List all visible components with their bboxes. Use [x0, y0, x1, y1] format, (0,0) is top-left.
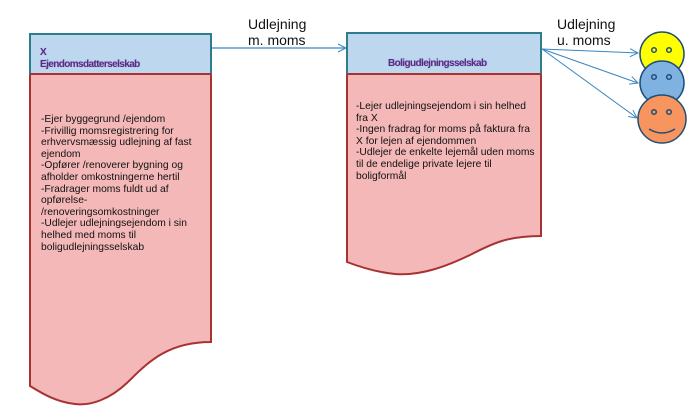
right-box-description: -Lejer udlejningsejendom i sin helhed fr…	[356, 101, 535, 182]
left-box-header	[29, 33, 212, 75]
right-box-title: Boligudlejningsselskab	[388, 58, 487, 69]
arrow-label-without-vat: Udlejning u. moms	[557, 16, 616, 48]
right-box-body	[346, 73, 542, 276]
left-box-body	[29, 73, 212, 406]
left-box-title-line1: X	[40, 47, 47, 58]
tenant-arrow-1	[541, 49, 638, 53]
arrow-label-with-vat: Udlejning m. moms	[248, 16, 307, 48]
right-box-header	[346, 32, 542, 75]
left-box-title-line2: Ejendomsdatterselskab	[40, 59, 140, 70]
tenant-arrow-3	[541, 48, 637, 118]
tenant-arrow-2	[541, 48, 638, 83]
left-box-title: X Ejendomsdatterselskab	[40, 47, 140, 71]
left-box-description: -Ejer byggegrund /ejendom -Frivillig mom…	[41, 114, 192, 253]
smiley-face-icon	[637, 94, 687, 144]
